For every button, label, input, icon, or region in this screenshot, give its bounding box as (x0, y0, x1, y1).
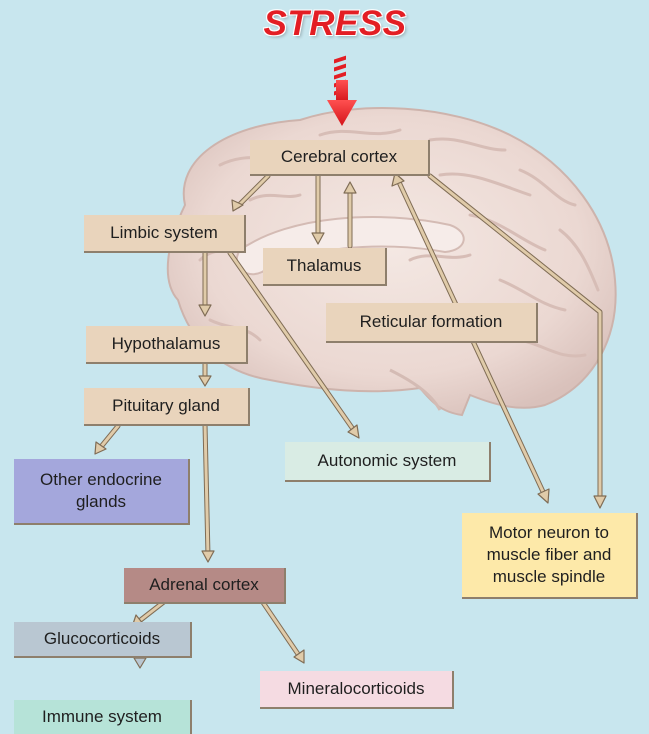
cerebral-cortex-box: Cerebral cortex (250, 140, 430, 176)
motor-neuron-box: Motor neuron to muscle fiber and muscle … (462, 513, 638, 599)
autonomic-system-box: Autonomic system (285, 442, 491, 482)
immune-system-box: Immune system (14, 700, 192, 734)
stress-title: STRESS (240, 4, 430, 44)
limbic-system-box: Limbic system (84, 215, 246, 253)
pituitary-gland-box: Pituitary gland (84, 388, 250, 426)
mineralocorticoids-box: Mineralocorticoids (260, 671, 454, 709)
adrenal-cortex-box: Adrenal cortex (124, 568, 286, 604)
reticular-formation-box: Reticular formation (326, 303, 538, 343)
glucocorticoids-box: Glucocorticoids (14, 622, 192, 658)
hypothalamus-box: Hypothalamus (86, 326, 248, 364)
other-endocrine-glands-box: Other endocrine glands (14, 459, 190, 525)
thalamus-box: Thalamus (263, 248, 387, 286)
